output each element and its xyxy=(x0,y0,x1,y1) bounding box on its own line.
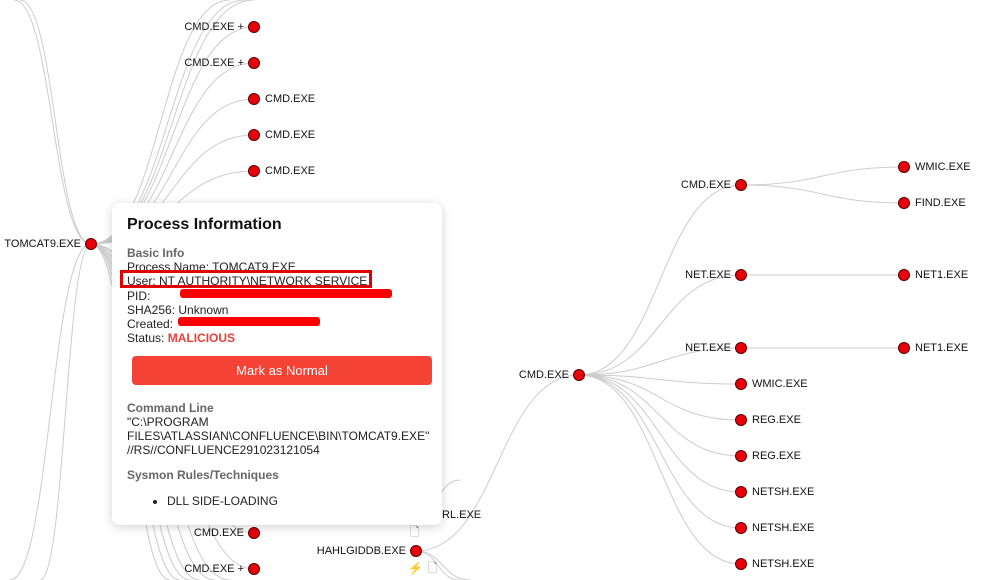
tree-edge xyxy=(13,0,92,245)
process-node-label: CMD.EXE xyxy=(680,179,731,191)
tree-edge xyxy=(19,0,92,245)
process-node-label: CMD.EXE xyxy=(265,165,316,177)
process-node[interactable] xyxy=(735,179,747,191)
tree-edge xyxy=(578,374,742,457)
process-node[interactable] xyxy=(248,57,260,69)
status-value: MALICIOUS xyxy=(167,331,236,346)
process-node-label: HAHLGIDDB.EXE xyxy=(316,545,406,557)
sha256-row: SHA256: Unknown xyxy=(127,303,432,317)
user-highlight-box xyxy=(120,270,372,288)
process-node-label: NET.EXE xyxy=(685,342,731,354)
process-node-label: CMD.EXE xyxy=(265,129,316,141)
lightning-icon[interactable]: ⚡ xyxy=(408,561,423,575)
process-node[interactable] xyxy=(735,558,747,570)
file-icon[interactable]: 🗋 xyxy=(410,525,420,539)
tree-edge xyxy=(578,374,742,493)
process-node[interactable] xyxy=(898,197,910,209)
tree-edge xyxy=(578,184,742,376)
process-node[interactable] xyxy=(735,269,747,281)
pid-label: PID: xyxy=(127,288,151,303)
technique-item: DLL SIDE-LOADING xyxy=(167,494,432,508)
command-line-value: "C:\PROGRAM FILES\ATLASSIAN\CONFLUENCE\B… xyxy=(127,415,432,458)
process-node-label: NET1.EXE xyxy=(915,342,969,354)
process-node-label: REG.EXE xyxy=(752,450,801,462)
user-row: User: NT AUTHORITY\NETWORK SERVICE xyxy=(127,274,432,288)
process-node[interactable] xyxy=(898,269,910,281)
process-node-label: RL.EXE xyxy=(442,509,482,521)
command-line-heading: Command Line xyxy=(127,400,214,415)
pid-row: PID: xyxy=(127,289,432,303)
status-row: Status: MALICIOUS xyxy=(127,331,432,345)
command-line-part: //RS//CONFLUENCE291023121054 xyxy=(127,443,320,458)
process-node-label: CMD.EXE + xyxy=(184,57,244,69)
sysmon-heading: Sysmon Rules/Techniques xyxy=(127,467,279,482)
tree-edge xyxy=(39,243,92,580)
redaction-bar xyxy=(180,289,392,298)
tree-edge xyxy=(578,374,742,565)
process-node[interactable] xyxy=(248,129,260,141)
process-node[interactable] xyxy=(248,165,260,177)
command-line-part: "C:\PROGRAM xyxy=(127,414,209,429)
tree-edge xyxy=(740,184,905,204)
tree-edge xyxy=(415,374,580,552)
process-node-label: CMD.EXE xyxy=(265,93,316,105)
command-line-part: FILES\ATLASSIAN\CONFLUENCE\BIN\TOMCAT9.E… xyxy=(127,429,430,444)
process-node-label: NET1.EXE xyxy=(915,269,969,281)
process-node[interactable] xyxy=(735,414,747,426)
created-label: Created: xyxy=(127,317,174,332)
process-node-label: CMD.EXE + xyxy=(184,563,244,575)
process-node[interactable] xyxy=(735,378,747,390)
process-node-label: NETSH.EXE xyxy=(752,558,815,570)
process-node-label: CMD.EXE xyxy=(518,369,569,381)
process-node-label: NETSH.EXE xyxy=(752,522,815,534)
sha256-label: SHA256: xyxy=(127,302,176,317)
process-node[interactable] xyxy=(410,545,422,557)
process-information-popup: Process Information Basic Info Process N… xyxy=(112,203,442,525)
mark-as-normal-button[interactable]: Mark as Normal xyxy=(132,355,432,385)
file-icon[interactable]: 🗋 xyxy=(428,561,438,575)
process-node[interactable] xyxy=(898,161,910,173)
sha256-value: Unknown xyxy=(178,302,229,317)
process-node[interactable] xyxy=(573,369,585,381)
tree-edge xyxy=(9,243,92,580)
process-node-label: CMD.EXE xyxy=(193,527,244,539)
process-node[interactable] xyxy=(85,238,97,250)
process-node[interactable] xyxy=(735,522,747,534)
process-node[interactable] xyxy=(735,450,747,462)
process-node-label: FIND.EXE xyxy=(915,197,966,209)
tree-edge xyxy=(578,374,742,385)
user-value: NT AUTHORITY\NETWORK SERVICE xyxy=(159,274,368,289)
techniques-list: DLL SIDE-LOADING xyxy=(127,494,432,508)
process-node-label: NETSH.EXE xyxy=(752,486,815,498)
process-node[interactable] xyxy=(735,342,747,354)
process-node-label: CMD.EXE + xyxy=(184,21,244,33)
tree-edge xyxy=(578,274,742,376)
user-label: User: xyxy=(127,274,156,289)
process-node[interactable] xyxy=(898,342,910,354)
tree-edge xyxy=(578,347,742,376)
created-row: Created: xyxy=(127,317,432,331)
process-node-label: TOMCAT9.EXE xyxy=(4,238,81,250)
tree-edge xyxy=(578,374,742,529)
process-node[interactable] xyxy=(248,93,260,105)
basic-info-heading: Basic Info xyxy=(127,246,185,260)
process-node-label: WMIC.EXE xyxy=(915,161,971,173)
process-node[interactable] xyxy=(248,563,260,575)
process-node[interactable] xyxy=(248,527,260,539)
redaction-bar xyxy=(178,317,320,326)
process-node[interactable] xyxy=(248,21,260,33)
status-label: Status: xyxy=(127,331,165,346)
popup-title: Process Information xyxy=(127,216,282,233)
tree-edge xyxy=(415,550,471,580)
tree-edge xyxy=(578,374,742,421)
process-node-label: NET.EXE xyxy=(685,269,731,281)
tree-edge xyxy=(740,166,905,186)
process-node-label: REG.EXE xyxy=(752,414,801,426)
process-node-label: WMIC.EXE xyxy=(752,378,808,390)
process-node[interactable] xyxy=(735,486,747,498)
